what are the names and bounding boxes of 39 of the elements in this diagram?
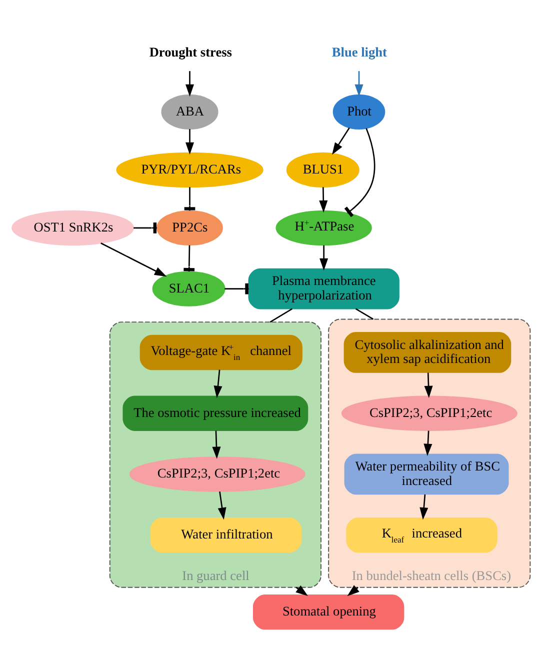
arrow: [332, 127, 350, 154]
arrow: [100, 242, 167, 276]
node-box: The osmotic pressure increased: [122, 395, 308, 430]
connector: [184, 244, 195, 272]
node-ellipse: SLAC1: [152, 270, 226, 306]
node-text: Drought stress: [149, 44, 232, 59]
node-ellipse: CsPIP2;3, CsPIP1;2etc: [129, 456, 306, 492]
node-ellipse: PYR/PYL/RCARs: [116, 152, 264, 188]
node-box: Voltage-gate K$^{+}$$_{in}$ channel: [140, 334, 302, 370]
arrow: [424, 372, 433, 398]
arrow: [420, 494, 428, 520]
arrow: [185, 128, 194, 154]
arrow: [319, 186, 328, 212]
node-ellipse: OST1 SnRK2s: [12, 210, 134, 246]
node-box: K$_{leaf}$ increased: [346, 516, 498, 552]
arrow: [214, 369, 222, 398]
arrow: [212, 430, 221, 458]
connector: [344, 128, 376, 217]
node-box: Water permeability of BSC increased: [344, 453, 509, 494]
node-box: Water infiltration: [150, 516, 302, 552]
arrow: [320, 244, 328, 270]
arrow: [347, 584, 360, 596]
node-text: Blue light: [332, 44, 387, 59]
node-ellipse: PP2Cs: [156, 210, 223, 246]
connector: [224, 282, 249, 294]
node-ellipse: Phot: [332, 94, 386, 130]
node-ellipse: CsPIP2;3, CsPIP1;2etc: [341, 395, 518, 430]
node-box: Stomatal opening: [252, 594, 404, 630]
node-box: Cytosolic alkalinization and xylem sap acidification: [344, 332, 512, 372]
connector: [184, 186, 196, 210]
arrow: [185, 70, 194, 96]
node-ellipse: ABA: [161, 94, 218, 130]
arrow: [354, 70, 364, 96]
connector: [355, 308, 374, 320]
connector: [270, 308, 293, 322]
node-ellipse: BLUS1: [286, 152, 360, 188]
arrow: [218, 490, 226, 520]
arrow: [424, 430, 432, 456]
node-box: Plasma membrance hyperpolarization: [248, 268, 400, 309]
